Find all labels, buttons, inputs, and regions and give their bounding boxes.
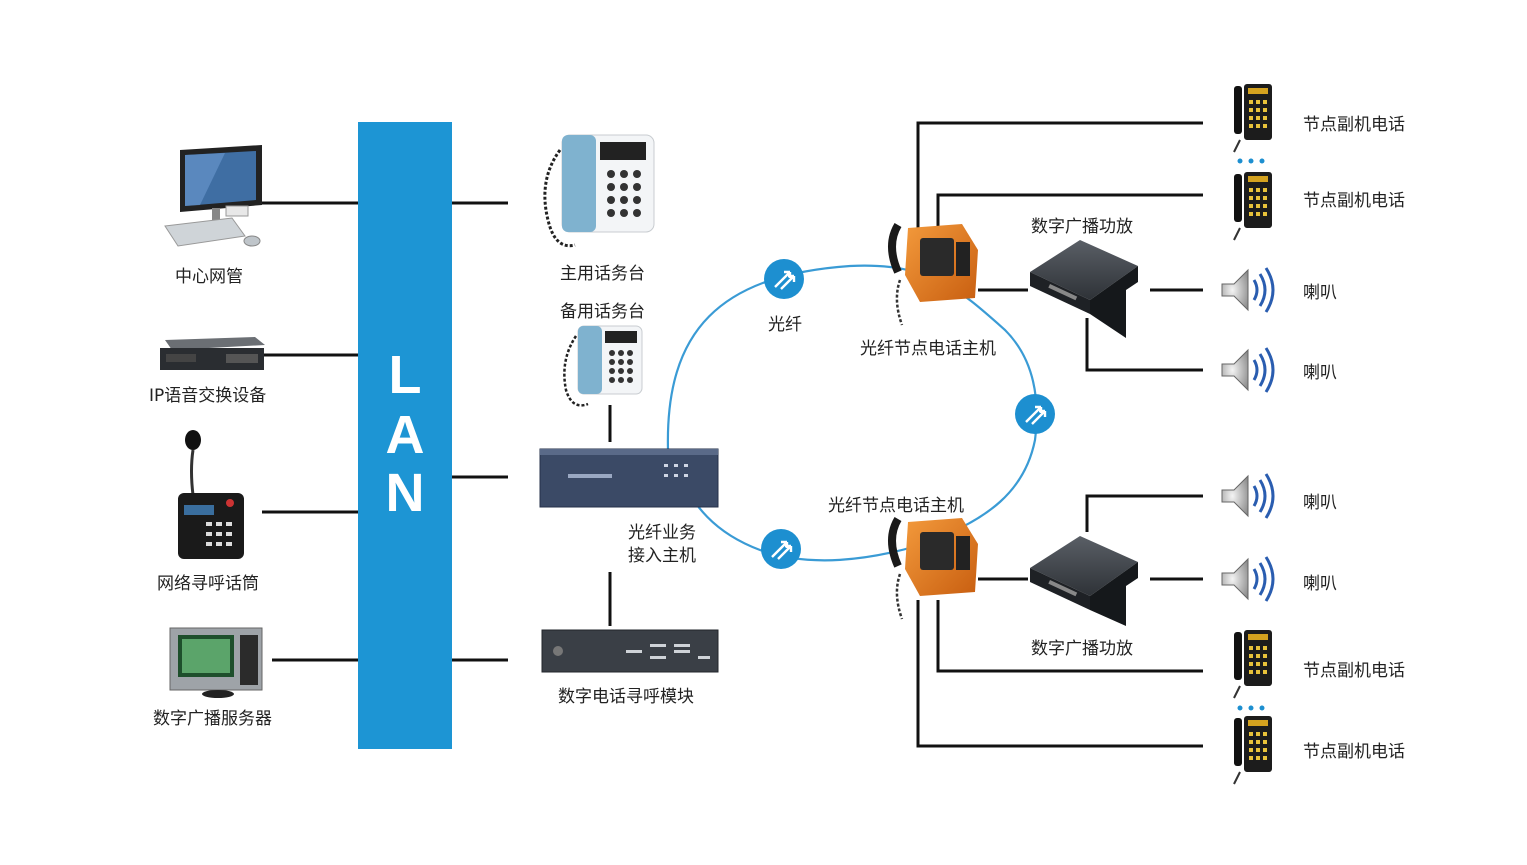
- fiber-connector-icon: [764, 259, 804, 299]
- fiber-ring: [666, 264, 1038, 562]
- lan-letter-a: A: [385, 405, 425, 465]
- center-nms-label: 中心网管: [175, 267, 243, 287]
- digital-paging-module-label: 数字电话寻呼模块: [558, 687, 694, 707]
- fiber-node-phone-icon: [888, 516, 978, 620]
- fiber-access-host-label-line2: 接入主机: [628, 546, 696, 566]
- fiber-connector-icon: [761, 529, 801, 569]
- digital-broadcast-server-label: 数字广播服务器: [153, 709, 272, 729]
- ip-switch-icon: [160, 337, 265, 370]
- computer-icon: [164, 145, 262, 247]
- fiber-connector-icon: [1015, 394, 1055, 434]
- ext-phone-label-1: 节点副机电话: [1303, 115, 1405, 135]
- speaker-icon: [1221, 347, 1275, 393]
- ext-phone-label-3: 节点副机电话: [1303, 661, 1405, 681]
- amp-top-label: 数字广播功放: [1031, 217, 1133, 237]
- fiber-node-phone-icon: [888, 222, 978, 326]
- speaker-icon: [1221, 556, 1275, 602]
- amp-bottom-label: 数字广播功放: [1031, 639, 1133, 659]
- backup-console-phone-icon: [563, 325, 643, 407]
- lan-letter-n: N: [385, 463, 425, 523]
- ext-phone-label-2: 节点副机电话: [1303, 191, 1405, 211]
- extension-phone-icon: [1233, 630, 1272, 699]
- ip-voice-switch-label: IP语音交换设备: [149, 386, 267, 406]
- node-host-top-label: 光纤节点电话主机: [860, 339, 996, 359]
- lan-bus: L A N: [358, 122, 452, 749]
- speaker-label-3: 喇叭: [1303, 493, 1337, 513]
- speaker-label-4: 喇叭: [1303, 574, 1337, 594]
- extension-phone-icon: [1233, 84, 1272, 153]
- node-host-bottom-label: 光纤节点电话主机: [828, 496, 964, 516]
- main-console-phone-icon: [543, 134, 655, 248]
- connection-lines: [262, 121, 1203, 748]
- broadcast-amplifier-icon: [1030, 536, 1138, 626]
- network-paging-mic-label: 网络寻呼话筒: [157, 574, 259, 594]
- speaker-icon: [1221, 473, 1275, 519]
- fiber-access-host-icon: [539, 448, 719, 508]
- extension-phone-icon: [1233, 172, 1272, 241]
- speaker-label-2: 喇叭: [1303, 363, 1337, 383]
- dots-icon: [1237, 705, 1265, 711]
- ext-phone-label-4: 节点副机电话: [1303, 742, 1405, 762]
- speaker-icon: [1221, 267, 1275, 313]
- speaker-label-1: 喇叭: [1303, 283, 1337, 303]
- paging-microphone-icon: [178, 430, 244, 559]
- fiber-access-host-label-line1: 光纤业务: [628, 523, 696, 543]
- fiber-label: 光纤: [768, 315, 802, 335]
- broadcast-server-icon: [169, 627, 263, 698]
- broadcast-amplifier-icon: [1030, 240, 1138, 338]
- lan-letter-l: L: [388, 345, 422, 405]
- backup-console-label: 备用话务台: [560, 302, 645, 322]
- main-console-label: 主用话务台: [560, 264, 645, 284]
- extension-phone-icon: [1233, 716, 1272, 785]
- digital-paging-module-icon: [541, 629, 719, 673]
- dots-icon: [1237, 158, 1265, 164]
